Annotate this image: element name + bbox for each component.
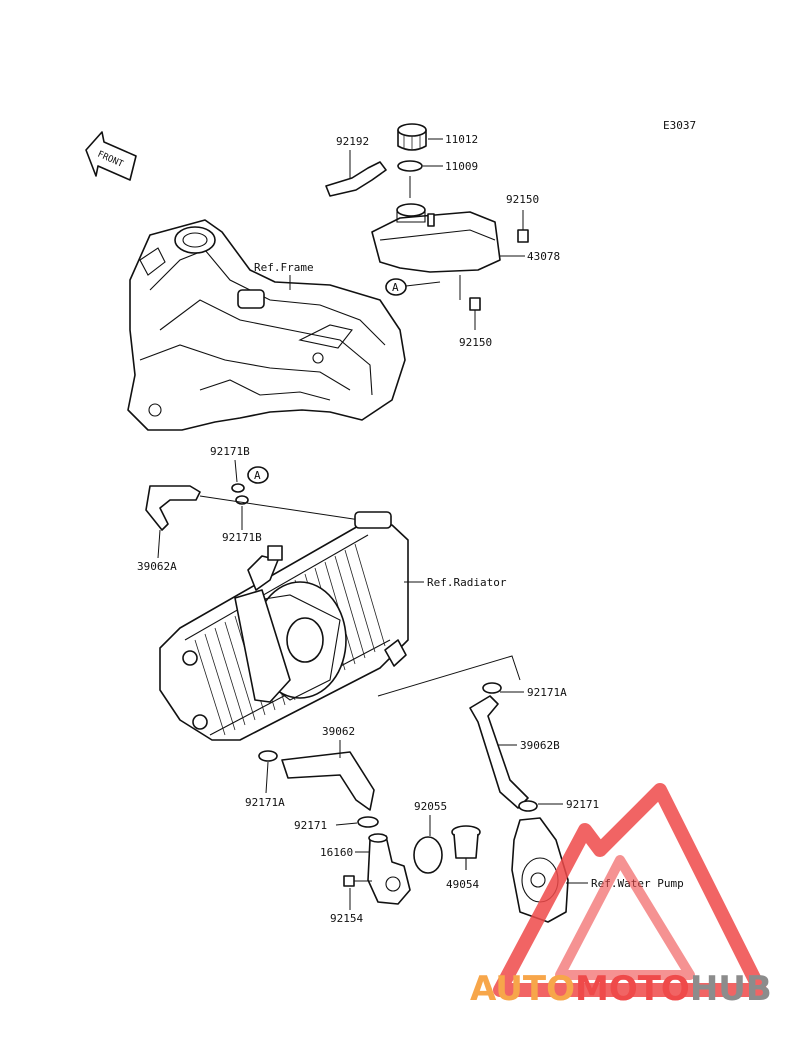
reservoir-cap-icon bbox=[397, 123, 427, 151]
thermostat-icon bbox=[451, 825, 481, 870]
screw-icon bbox=[427, 213, 435, 227]
callout-a-bottom: A bbox=[247, 466, 269, 484]
part-92154-label: 92154 bbox=[330, 912, 363, 925]
bolt-icon bbox=[343, 875, 372, 887]
bolt-icon bbox=[459, 275, 481, 330]
frame-drawing bbox=[127, 219, 406, 431]
part-39062b-label: 39062B bbox=[520, 739, 560, 752]
thermostat-housing bbox=[367, 833, 411, 905]
gasket-icon bbox=[397, 160, 423, 172]
radiator-drawing bbox=[159, 511, 409, 741]
part-92192-label: 92192 bbox=[336, 135, 369, 148]
part-16160-label: 16160 bbox=[320, 846, 353, 859]
callout-a-top: A bbox=[385, 278, 441, 296]
part-39062a-label: 39062A bbox=[137, 560, 177, 573]
part-11012-label: 11012 bbox=[445, 133, 478, 146]
part-92150-bot-label: 92150 bbox=[459, 336, 492, 349]
part-92171a-right-label: 92171A bbox=[527, 686, 567, 699]
part-92150-top-label: 92150 bbox=[506, 193, 539, 206]
part-11009-label: 11009 bbox=[445, 160, 478, 173]
part-92171b-bot-label: 92171B bbox=[222, 531, 262, 544]
part-92055-label: 92055 bbox=[414, 800, 447, 813]
front-arrow-icon: FRONT bbox=[85, 131, 137, 181]
o-ring-icon bbox=[413, 836, 443, 874]
part-92171-left-label: 92171 bbox=[294, 819, 327, 832]
svg-text:A: A bbox=[392, 281, 399, 294]
part-49054-label: 49054 bbox=[446, 878, 479, 891]
clamp-icon bbox=[518, 800, 538, 812]
hose-39062a bbox=[145, 485, 201, 531]
reservoir-tank bbox=[371, 203, 501, 273]
automotohub-logo bbox=[493, 783, 767, 997]
ref-radiator-label: Ref.Radiator bbox=[427, 576, 507, 589]
part-92171-right-label: 92171 bbox=[566, 798, 599, 811]
bolt-icon bbox=[517, 210, 529, 243]
ref-frame-label: Ref.Frame bbox=[254, 261, 314, 274]
part-43078-label: 43078 bbox=[527, 250, 560, 263]
watermark-text: AUTOMOTOHUB bbox=[470, 969, 772, 1009]
part-92171b-top-label: 92171B bbox=[210, 445, 250, 458]
hose-39062 bbox=[281, 751, 375, 811]
hose-39062b bbox=[469, 695, 529, 809]
svg-text:A: A bbox=[254, 469, 261, 482]
clamp-icon bbox=[482, 682, 502, 694]
diagram-code: E3037 bbox=[663, 119, 696, 132]
part-92171a-left-label: 92171A bbox=[245, 796, 285, 809]
part-39062-label: 39062 bbox=[322, 725, 355, 738]
clamp-icon bbox=[357, 816, 379, 828]
overflow-hose bbox=[325, 161, 387, 197]
clamp-icon bbox=[258, 750, 278, 762]
